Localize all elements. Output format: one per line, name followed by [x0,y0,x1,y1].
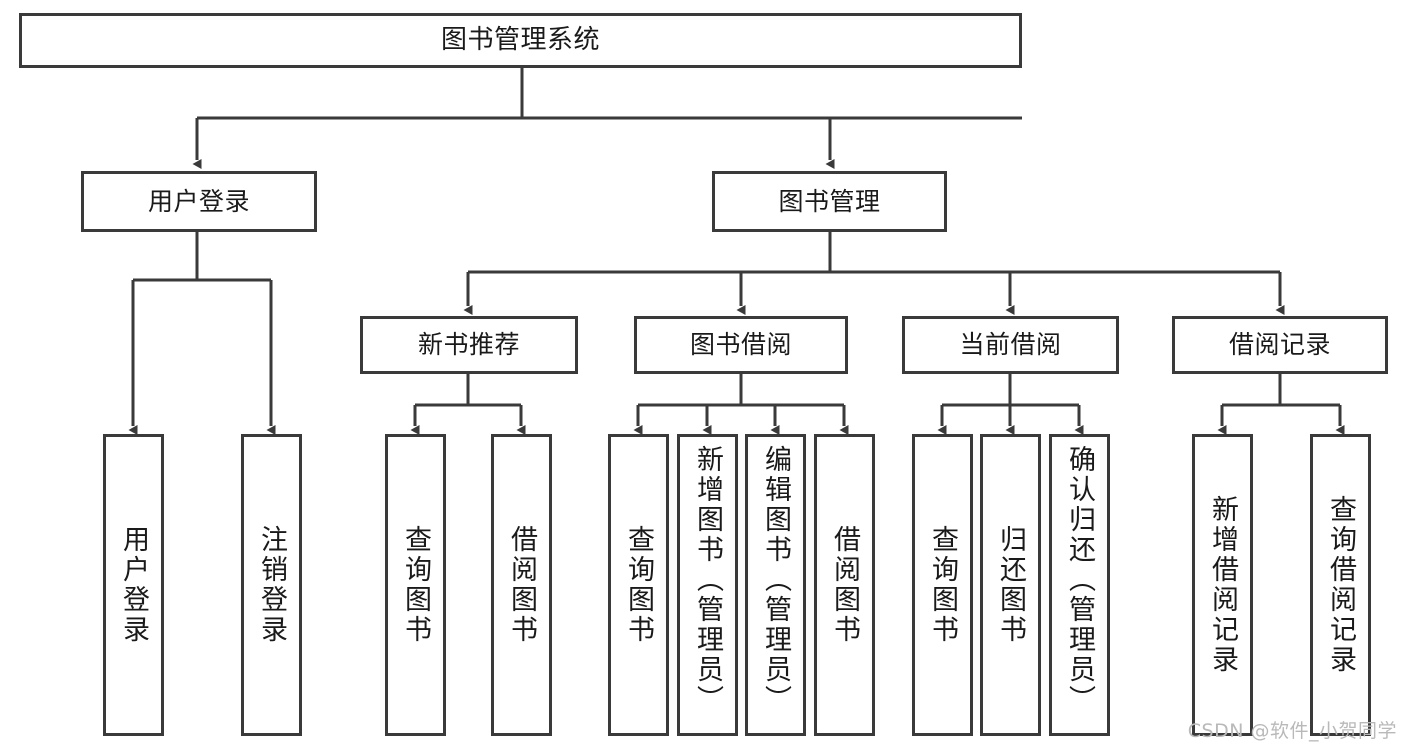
node-label: 新书推荐 [417,330,520,360]
node-label: 用户登录 [118,525,149,645]
node-user-login[interactable]: 用户登录 [81,171,317,232]
leaf-current-borrow-query-book[interactable]: 查询图书 [912,434,973,736]
leaf-borrow-record-query-record[interactable]: 查询借阅记录 [1310,434,1371,736]
node-label: 确认归还（管理员） [1064,445,1095,715]
leaf-user-login-login[interactable]: 用户登录 [103,434,164,736]
leaf-book-borrow-edit-book-admin[interactable]: 编辑图书（管理员） [745,434,806,736]
node-label: 当前借阅 [959,330,1062,360]
node-label: 编辑图书（管理员） [760,445,791,715]
node-book-management[interactable]: 图书管理 [712,171,947,232]
node-current-borrow[interactable]: 当前借阅 [902,316,1119,374]
node-label: 新增图书（管理员） [692,445,723,715]
node-label: 新增借阅记录 [1207,495,1238,675]
node-borrow-record[interactable]: 借阅记录 [1172,316,1388,374]
leaf-current-borrow-return-book[interactable]: 归还图书 [980,434,1041,736]
leaf-new-book-borrow-book[interactable]: 借阅图书 [491,434,552,736]
node-label: 归还图书 [995,525,1026,645]
node-label: 查询图书 [623,525,654,645]
node-book-borrow[interactable]: 图书借阅 [634,316,848,374]
node-new-book-recommend[interactable]: 新书推荐 [360,316,578,374]
leaf-user-login-logout[interactable]: 注销登录 [241,434,302,736]
node-label: 用户登录 [147,186,250,216]
node-label: 注销登录 [256,525,287,645]
node-label: 借阅图书 [829,525,860,645]
node-label: 借阅记录 [1228,330,1331,360]
node-label: 查询图书 [400,525,431,645]
node-root-book-management-system[interactable]: 图书管理系统 [19,13,1022,68]
node-label: 借阅图书 [506,525,537,645]
node-label: 图书借阅 [689,330,792,360]
leaf-book-borrow-borrow-book[interactable]: 借阅图书 [814,434,875,736]
node-label: 图书管理系统 [440,25,600,56]
node-label: 查询借阅记录 [1325,495,1356,675]
leaf-current-borrow-confirm-return-admin[interactable]: 确认归还（管理员） [1049,434,1110,736]
csdn-watermark: CSDN @软件_小贺同学 [1187,720,1397,742]
leaf-borrow-record-add-record[interactable]: 新增借阅记录 [1192,434,1253,736]
leaf-book-borrow-add-book-admin[interactable]: 新增图书（管理员） [677,434,738,736]
node-label: 图书管理 [778,186,881,216]
leaf-new-book-query-book[interactable]: 查询图书 [385,434,446,736]
node-label: 查询图书 [927,525,958,645]
leaf-book-borrow-query-book[interactable]: 查询图书 [608,434,669,736]
